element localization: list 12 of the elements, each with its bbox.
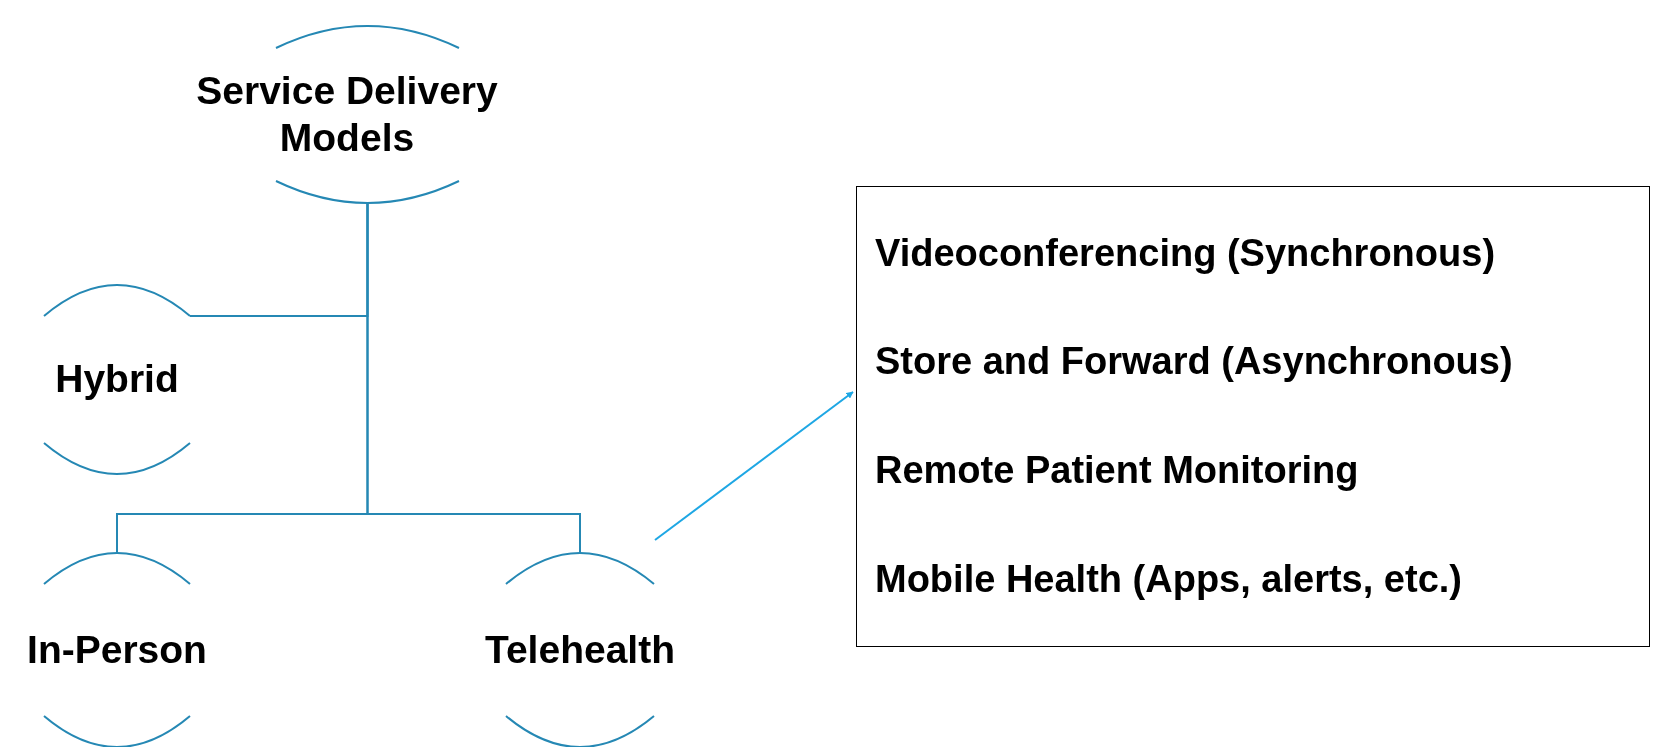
node-label: Telehealth <box>485 626 675 673</box>
list-item: Remote Patient Monitoring <box>875 448 1360 494</box>
node-label: Hybrid <box>55 356 179 403</box>
list-box <box>856 186 1650 647</box>
list-item: Videoconferencing (Synchronous) <box>875 230 1497 276</box>
list-item: Store and Forward (Asynchronous) <box>875 339 1514 385</box>
list-item: Mobile Health (Apps, alerts, etc.) <box>875 556 1463 602</box>
arc-node <box>44 285 190 474</box>
node-label: Service Delivery Models <box>195 67 499 161</box>
node-label: In-Person <box>27 626 207 673</box>
arrow <box>654 391 854 541</box>
connector-line <box>366 202 581 554</box>
